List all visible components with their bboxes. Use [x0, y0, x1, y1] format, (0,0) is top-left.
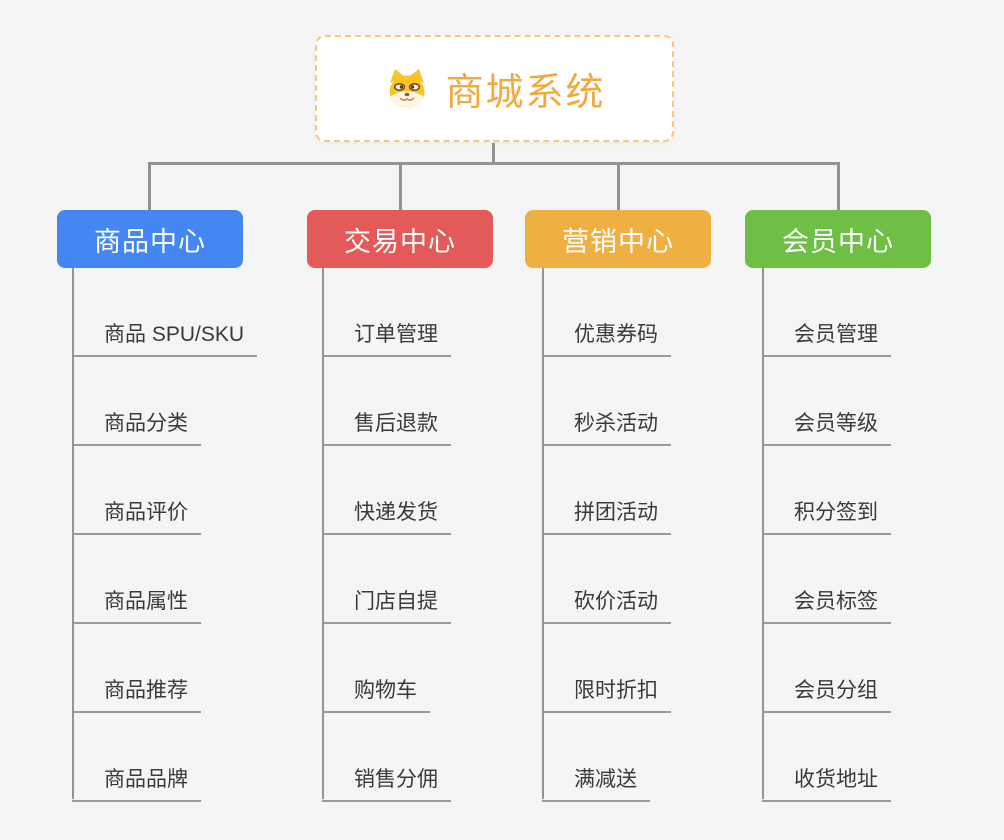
branch-member-center[interactable]: 会员中心: [745, 210, 931, 268]
topic-node[interactable]: 销售分佣: [322, 763, 451, 802]
topic-node[interactable]: 商品推荐: [72, 674, 201, 713]
child-row: 满减送: [542, 713, 671, 802]
connector-stub-product: [148, 162, 151, 210]
topic-node[interactable]: 门店自提: [322, 585, 451, 624]
shiba-dog-icon: [383, 67, 431, 111]
children-marketing-center: 优惠券码 秒杀活动 拼团活动 砍价活动 限时折扣 满减送: [542, 268, 671, 802]
topic-node[interactable]: 商品属性: [72, 585, 201, 624]
child-row: 商品推荐: [72, 624, 257, 713]
topic-node[interactable]: 快递发货: [322, 496, 451, 535]
topic-node[interactable]: 优惠券码: [542, 318, 671, 357]
topic-node[interactable]: 会员管理: [762, 318, 891, 357]
connector-root-stub: [492, 143, 495, 164]
branch-product-center[interactable]: 商品中心: [57, 210, 243, 268]
connector-stub-trade: [399, 162, 402, 210]
topic-node[interactable]: 秒杀活动: [542, 407, 671, 446]
child-row: 门店自提: [322, 535, 451, 624]
child-row: 商品属性: [72, 535, 257, 624]
topic-node[interactable]: 拼团活动: [542, 496, 671, 535]
children-trade-center: 订单管理 售后退款 快递发货 门店自提 购物车 销售分佣: [322, 268, 451, 802]
topic-node[interactable]: 商品 SPU/SKU: [72, 318, 258, 357]
branch-label: 营销中心: [562, 226, 674, 257]
branch-label: 商品中心: [94, 226, 206, 257]
child-row: 会员分组: [762, 624, 891, 713]
topic-node[interactable]: 售后退款: [322, 407, 451, 446]
children-member-center: 会员管理 会员等级 积分签到 会员标签 会员分组 收货地址: [762, 268, 891, 802]
child-row: 商品评价: [72, 446, 257, 535]
child-row: 会员标签: [762, 535, 891, 624]
topic-node[interactable]: 订单管理: [322, 318, 451, 357]
spine-member-center: [762, 268, 764, 799]
spine-trade-center: [322, 268, 324, 799]
child-row: 销售分佣: [322, 713, 451, 802]
topic-node[interactable]: 收货地址: [762, 763, 891, 802]
topic-node[interactable]: 限时折扣: [542, 674, 671, 713]
topic-node[interactable]: 商品品牌: [72, 763, 201, 802]
child-row: 商品 SPU/SKU: [72, 268, 258, 357]
connector-stub-marketing: [617, 162, 620, 210]
child-row: 优惠券码: [542, 268, 671, 357]
branch-label: 交易中心: [344, 226, 456, 257]
root-topic-label: 商城系统: [445, 72, 606, 114]
child-row: 会员等级: [762, 357, 891, 446]
child-row: 拼团活动: [542, 446, 671, 535]
connector-stub-member: [837, 162, 840, 210]
topic-node[interactable]: 商品分类: [72, 407, 201, 446]
branch-label: 会员中心: [782, 226, 894, 257]
children-product-center: 商品 SPU/SKU 商品分类 商品评价 商品属性 商品推荐 商品品牌: [72, 268, 258, 802]
root-topic[interactable]: 商城系统: [315, 35, 674, 142]
topic-node[interactable]: 积分签到: [762, 496, 891, 535]
topic-node[interactable]: 商品评价: [72, 496, 201, 535]
topic-node[interactable]: 会员分组: [762, 674, 891, 713]
child-row: 砍价活动: [542, 535, 671, 624]
child-row: 限时折扣: [542, 624, 671, 713]
spine-product-center: [72, 268, 74, 799]
child-row: 会员管理: [762, 268, 891, 357]
topic-node[interactable]: 会员标签: [762, 585, 891, 624]
branch-marketing-center[interactable]: 营销中心: [525, 210, 711, 268]
child-row: 订单管理: [322, 268, 451, 357]
topic-node[interactable]: 砍价活动: [542, 585, 671, 624]
topic-node[interactable]: 会员等级: [762, 407, 891, 446]
child-row: 积分签到: [762, 446, 891, 535]
child-row: 售后退款: [322, 357, 451, 446]
branch-trade-center[interactable]: 交易中心: [307, 210, 493, 268]
spine-marketing-center: [542, 268, 544, 799]
child-row: 快递发货: [322, 446, 451, 535]
child-row: 商品分类: [72, 357, 257, 446]
child-row: 收货地址: [762, 713, 891, 802]
connector-bus: [149, 162, 839, 165]
topic-node[interactable]: 购物车: [322, 674, 430, 713]
child-row: 商品品牌: [72, 713, 257, 802]
topic-node[interactable]: 满减送: [542, 763, 650, 802]
child-row: 秒杀活动: [542, 357, 671, 446]
child-row: 购物车: [322, 624, 451, 713]
